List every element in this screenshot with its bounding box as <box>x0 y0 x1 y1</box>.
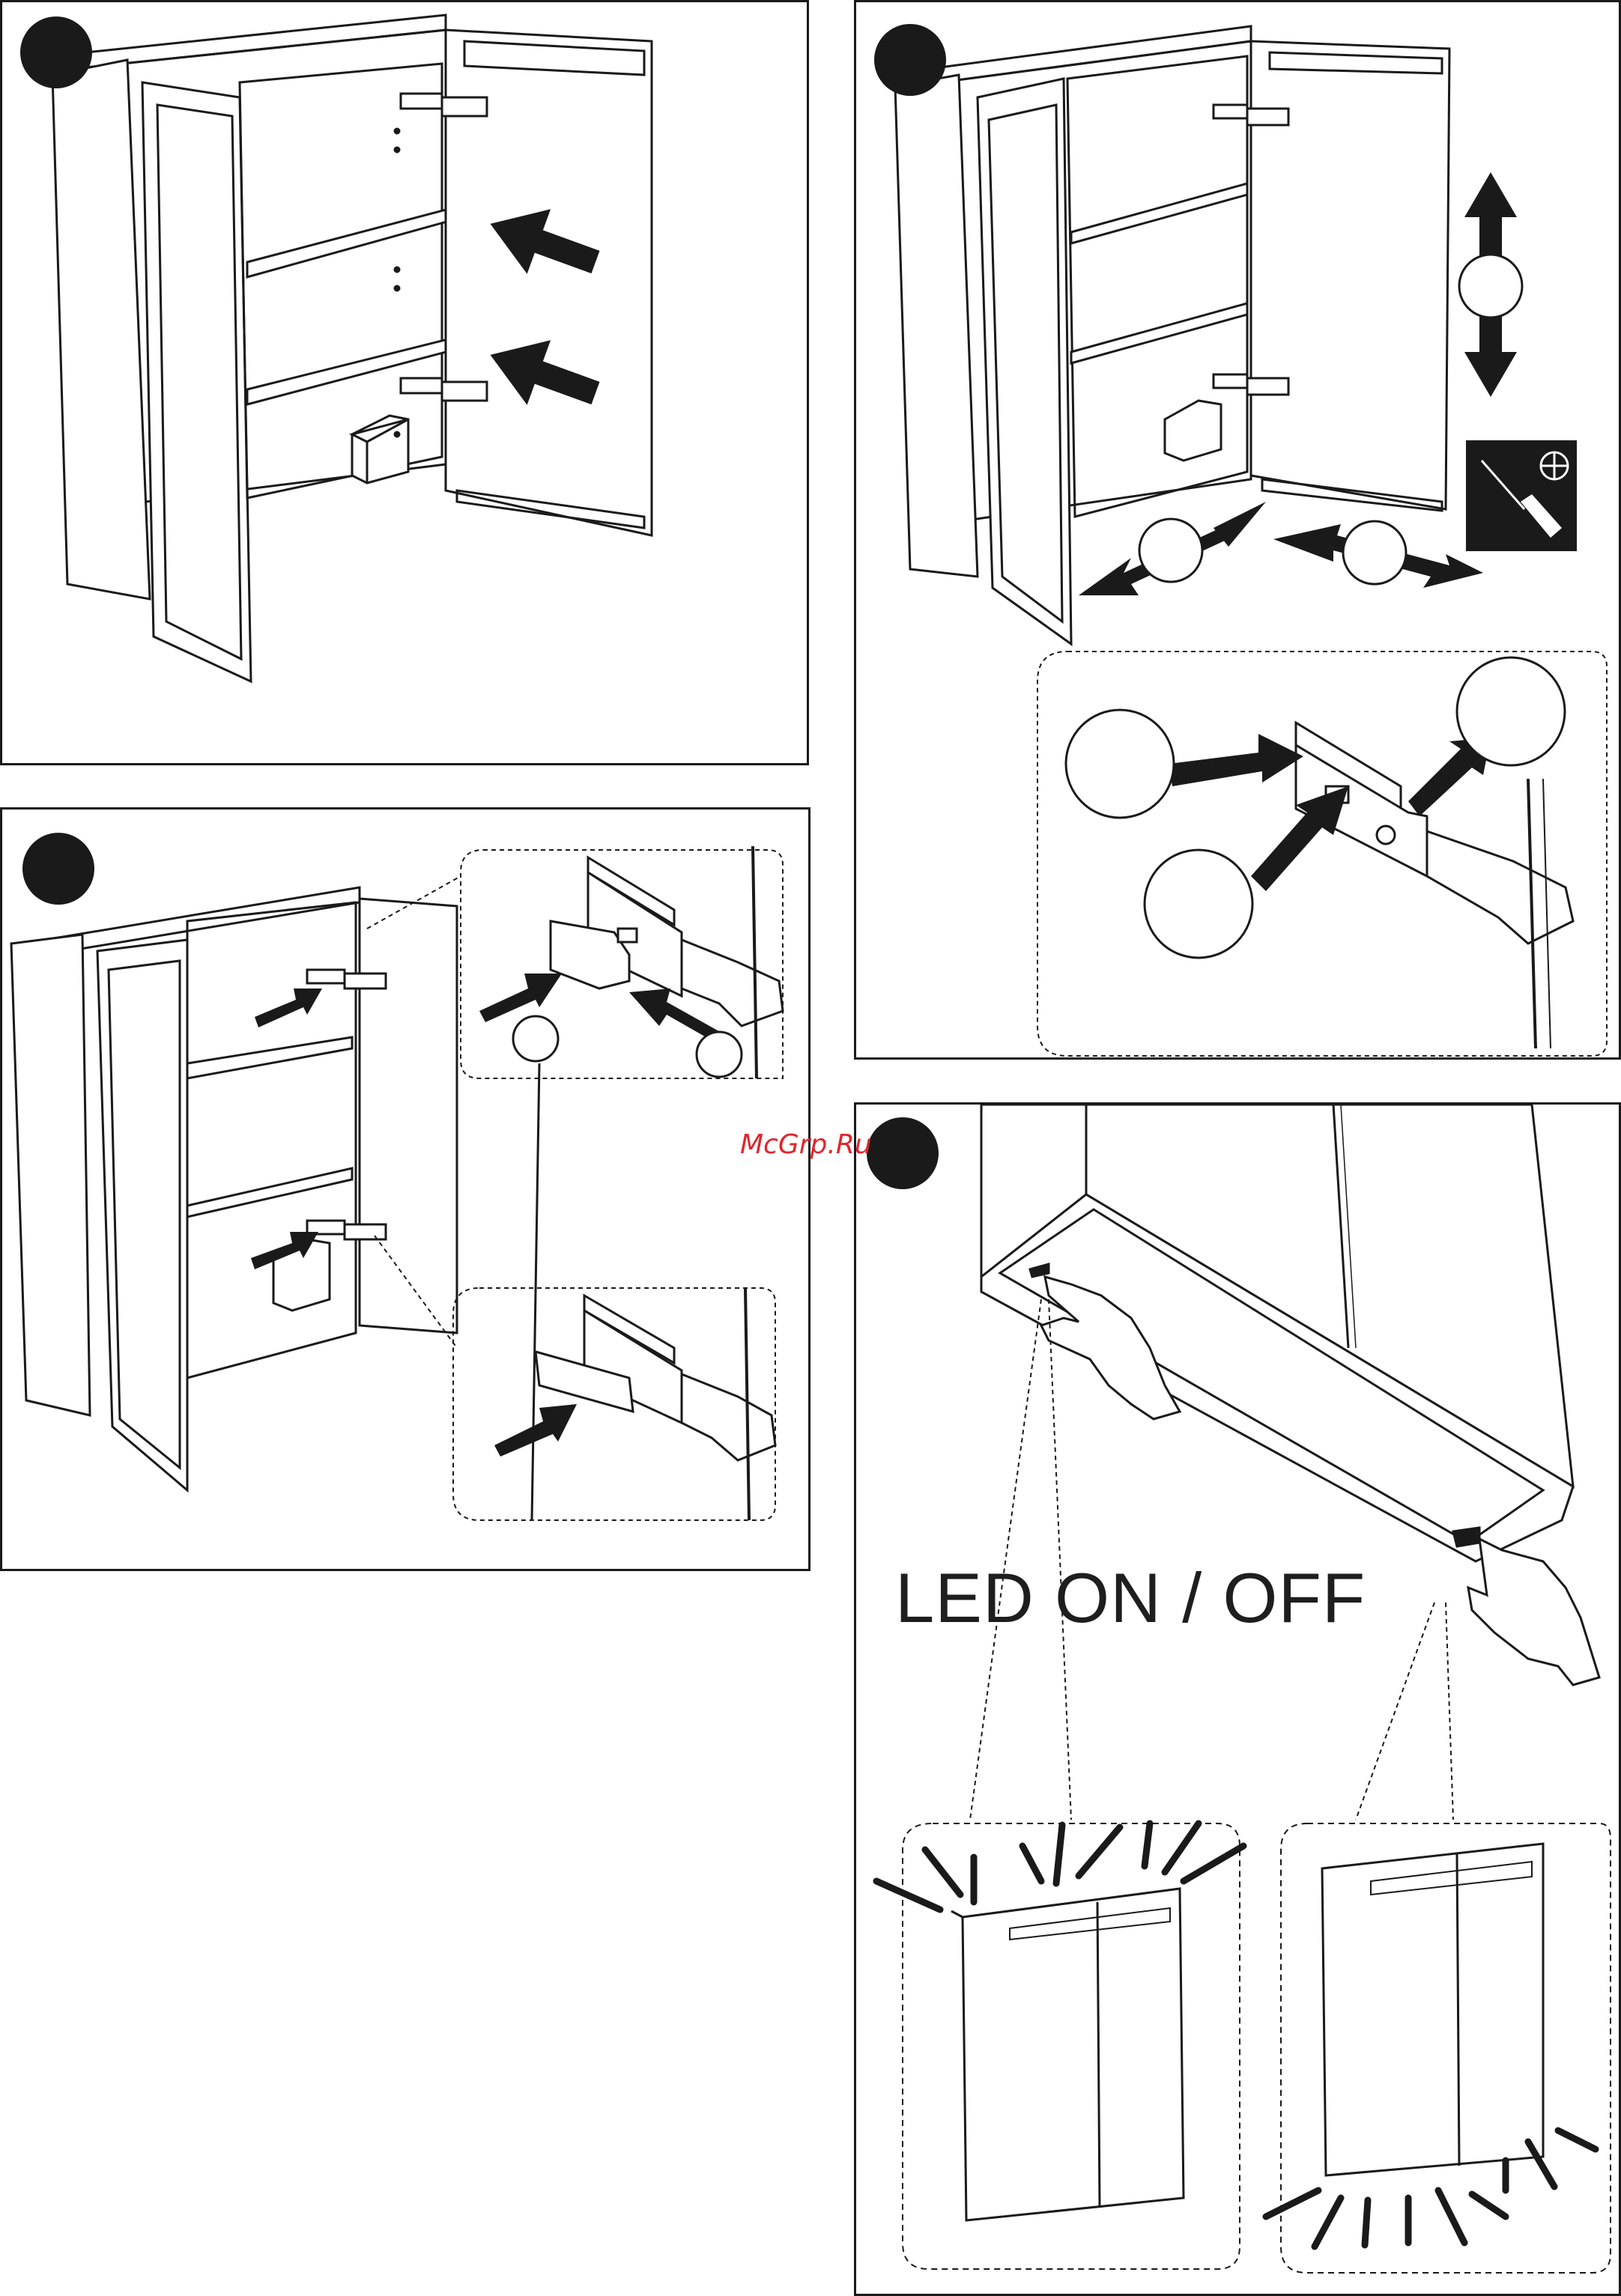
step-2-marker <box>874 24 946 96</box>
step-3-illustration <box>11 846 783 1520</box>
step-1-illustration <box>52 15 652 681</box>
adjust-height-arrow <box>1459 172 1522 397</box>
adjust-side-arrow <box>1273 521 1483 588</box>
step-1-marker <box>20 16 92 88</box>
step-4-marker <box>867 1117 939 1189</box>
light-rays-on-icon <box>876 1823 1243 1910</box>
step-3-marker <box>22 833 94 905</box>
led-on-off-label: LED ON / OFF <box>895 1558 1366 1639</box>
adjust-depth-arrow <box>1079 502 1266 595</box>
watermark-text: McGrp.Ru <box>740 1129 872 1160</box>
step-4-illustration <box>903 1105 1611 2273</box>
phillips-screwdriver-icon <box>1466 440 1577 551</box>
